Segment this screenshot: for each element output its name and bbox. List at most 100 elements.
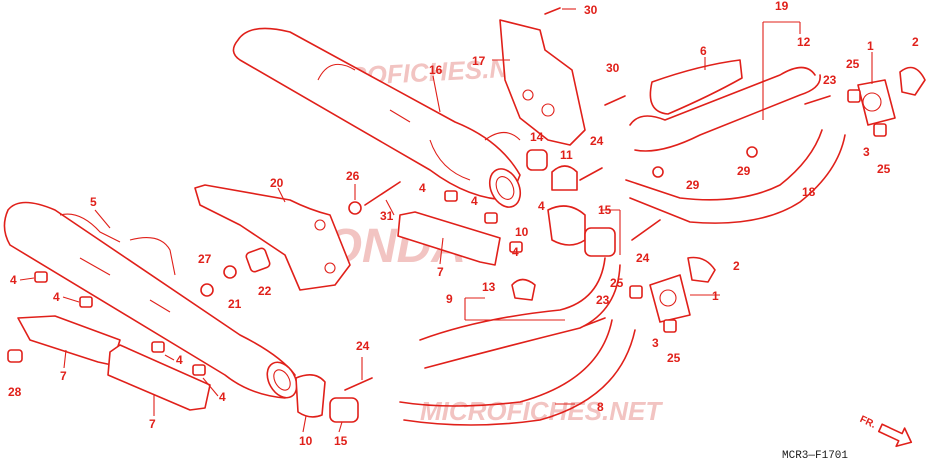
- callout-30-mid: 30: [606, 61, 620, 75]
- washer-26: [348, 201, 362, 215]
- mount-4a: [34, 271, 48, 283]
- callout-4-a: 4: [10, 273, 17, 287]
- callout-30-top: 30: [584, 3, 598, 17]
- callout-11: 11: [560, 148, 573, 162]
- bolt-30-top: [544, 7, 561, 15]
- leader-lines: [277, 8, 873, 405]
- callout-10-lower: 10: [299, 434, 313, 448]
- nut-25-a: [847, 89, 861, 103]
- callout-2-lower: 2: [733, 259, 740, 273]
- mount-4b: [79, 296, 93, 308]
- callout-7-left: 7: [60, 369, 67, 383]
- callout-12: 12: [797, 35, 811, 49]
- flange-1-lower: [649, 274, 691, 323]
- watermark-site-bottom: MICROFICHES.NET: [420, 396, 663, 426]
- callout-3-top: 3: [863, 145, 870, 159]
- callout-17: 17: [472, 54, 486, 68]
- gasket-2-top: [899, 66, 926, 96]
- callout-13: 13: [482, 280, 496, 294]
- callout-5: 5: [90, 195, 97, 209]
- nut-25-d: [663, 319, 677, 333]
- clamp-13: [511, 278, 536, 301]
- callout-4-h: 4: [512, 245, 519, 259]
- heat-shield-6: [649, 59, 743, 115]
- lower-muffler: [3, 201, 298, 399]
- clamp-22: [245, 247, 271, 273]
- mounting-plate: [499, 19, 586, 146]
- callout-10-upper: 10: [515, 225, 529, 239]
- callout-26: 26: [346, 169, 360, 183]
- callout-1-lower: 1: [712, 289, 719, 303]
- callout-7-lower: 7: [149, 417, 156, 431]
- callout-14: 14: [530, 130, 544, 144]
- callout-24-lower: 24: [356, 339, 370, 353]
- callout-24-mid: 24: [636, 251, 650, 265]
- callout-23-top: 23: [823, 73, 837, 87]
- mount-4g: [509, 241, 523, 253]
- mount-4f: [484, 212, 498, 224]
- bolt-24-lower: [344, 377, 373, 391]
- callout-23-lower: 23: [596, 293, 610, 307]
- callout-29-a: 29: [737, 164, 751, 178]
- callout-15-lower: 15: [334, 434, 348, 448]
- callout-18: 18: [802, 185, 816, 199]
- callout-25-a: 25: [846, 57, 860, 71]
- callout-9: 9: [446, 292, 453, 306]
- callout-22: 22: [258, 284, 272, 298]
- callout-4-d: 4: [219, 390, 226, 404]
- bolt-30-mid: [604, 95, 626, 106]
- callout-21: 21: [228, 297, 242, 311]
- callout-29-b: 29: [686, 178, 700, 192]
- callout-4-b: 4: [53, 290, 60, 304]
- callout-15-upper: 15: [598, 203, 612, 217]
- nut-28: [7, 349, 23, 363]
- callout-25-b: 25: [877, 162, 891, 176]
- nut-25-b: [873, 123, 887, 137]
- fr-arrow-icon: [877, 423, 913, 448]
- callout-25-d: 25: [667, 351, 681, 365]
- callout-20: 20: [270, 176, 284, 190]
- collar-15-upper: [584, 227, 616, 257]
- heat-guard-middle: [397, 211, 501, 266]
- clamp-11: [551, 165, 578, 191]
- callout-4-g: 4: [538, 199, 545, 213]
- collar-15-lower: [329, 397, 359, 423]
- bolt-23-lower: [583, 317, 606, 327]
- callout-27: 27: [198, 252, 212, 266]
- callout-24-top: 24: [590, 134, 604, 148]
- bolt-31: [364, 181, 401, 206]
- flange-1-top: [857, 79, 896, 126]
- nut-29-b: [746, 146, 758, 158]
- callout-2-top: 2: [912, 35, 919, 49]
- nut-25-c: [629, 285, 643, 299]
- callout-4-e: 4: [419, 181, 426, 195]
- bolt-23-top: [804, 95, 831, 105]
- front-exhaust-pipe: [419, 257, 606, 341]
- heat-guard-left: [17, 315, 121, 366]
- gasket-2-lower: [687, 256, 716, 283]
- callout-1-top: 1: [867, 39, 874, 53]
- muffler-bracket: [194, 184, 351, 291]
- callout-3-lower: 3: [652, 336, 659, 350]
- nut-27: [200, 283, 214, 297]
- callout-4-c: 4: [176, 353, 183, 367]
- callout-4-f: 4: [471, 194, 478, 208]
- pipe-19: [629, 66, 816, 126]
- callout-8: 8: [597, 400, 604, 414]
- callout-31: 31: [380, 209, 394, 223]
- diagram-code: MCR3—F1701: [782, 450, 848, 462]
- front-direction-indicator: FR.: [858, 414, 913, 448]
- joint-clamp-upper: [547, 205, 586, 246]
- callout-25-c: 25: [610, 276, 624, 290]
- mount-4e: [444, 190, 458, 202]
- heat-guard-lower: [107, 344, 211, 411]
- rear-exhaust-pipe: [399, 319, 613, 407]
- fr-label: FR.: [858, 414, 877, 431]
- upper-muffler: [232, 27, 522, 208]
- callout-28: 28: [8, 385, 22, 399]
- pipe-18: [625, 129, 823, 201]
- collar-14: [526, 149, 548, 171]
- callout-16: 16: [429, 63, 443, 77]
- mount-4d: [192, 364, 206, 376]
